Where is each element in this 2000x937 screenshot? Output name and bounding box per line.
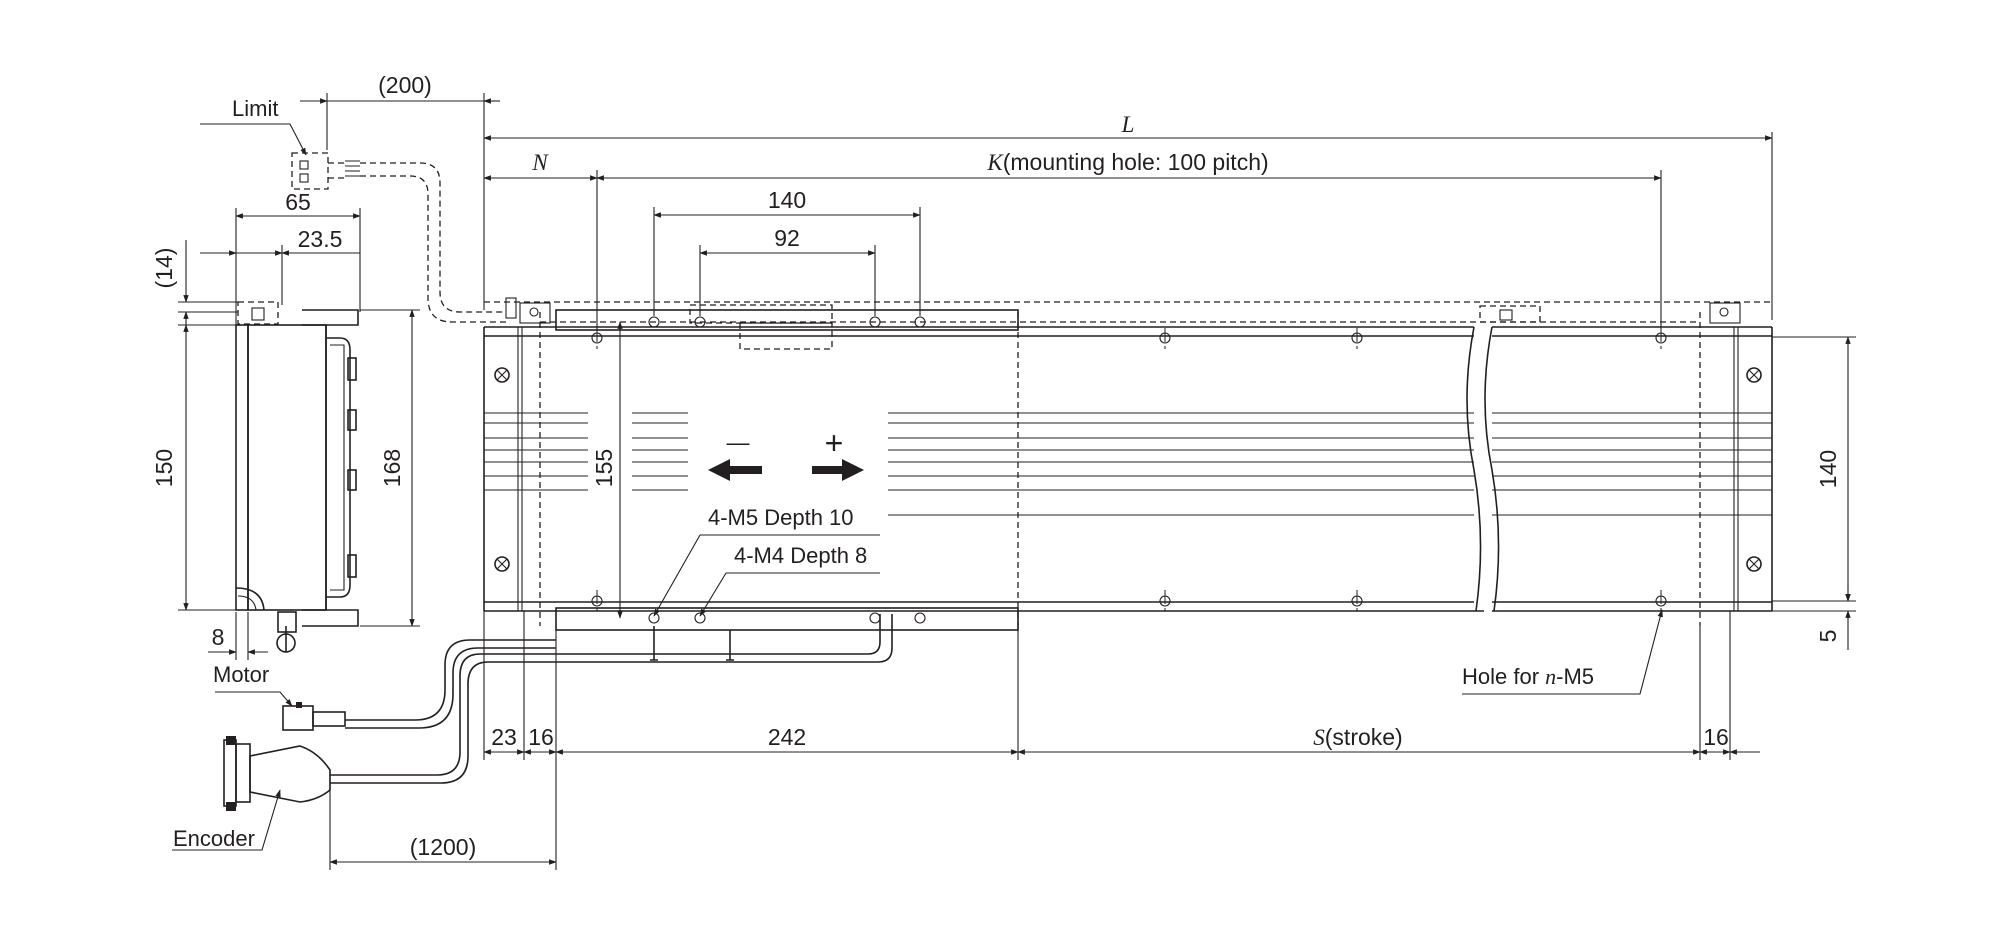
dim-stroke-S: S(stroke) [1313, 724, 1402, 750]
dim-155: 155 [591, 449, 617, 487]
table-holes [648, 316, 926, 661]
dim-140-right: 140 [1815, 450, 1841, 488]
direction-minus-arrow-icon [708, 459, 762, 481]
dim-K: K(mounting hole: 100 pitch) [986, 149, 1268, 175]
plus-direction-label: + [825, 425, 844, 461]
motor-label: Motor [213, 662, 269, 687]
dim-168: 168 [379, 449, 405, 487]
dim-140-top: 140 [768, 187, 806, 213]
dim-limit-cable: (200) [378, 72, 432, 98]
dim-16-left: 16 [528, 724, 554, 750]
dim-14: (14) [151, 248, 177, 289]
dim-5: 5 [1815, 630, 1841, 643]
dim-150: 150 [151, 449, 177, 487]
motor-encoder-cables [223, 614, 893, 811]
m4-holes-label: 4-M4 Depth 8 [734, 543, 867, 568]
dim-23: 23 [491, 724, 517, 750]
dim-cable-1200: (1200) [410, 834, 476, 860]
dimension-lines [178, 93, 1856, 870]
limit-label: Limit [232, 96, 278, 121]
encoder-label: Encoder [173, 826, 255, 851]
limit-cable [291, 152, 517, 323]
hole-n-m5-label: Hole for n-M5 [1462, 664, 1594, 689]
dim-8: 8 [212, 624, 225, 650]
minus-direction-label: — [727, 429, 750, 455]
dim-23-5: 23.5 [298, 226, 343, 252]
m5-holes-label: 4-M5 Depth 10 [708, 505, 854, 530]
dim-length-L: L [1121, 112, 1135, 137]
dim-92: 92 [774, 225, 800, 251]
dim-242: 242 [768, 724, 806, 750]
direction-plus-arrow-icon [812, 459, 864, 481]
dim-65: 65 [285, 189, 311, 215]
side-view [235, 301, 359, 653]
corner-hole-icon [494, 367, 1762, 572]
dim-16-right: 16 [1703, 724, 1729, 750]
dim-N: N [531, 150, 549, 175]
top-view-rail [483, 301, 1773, 661]
leader-lines [172, 123, 1663, 851]
